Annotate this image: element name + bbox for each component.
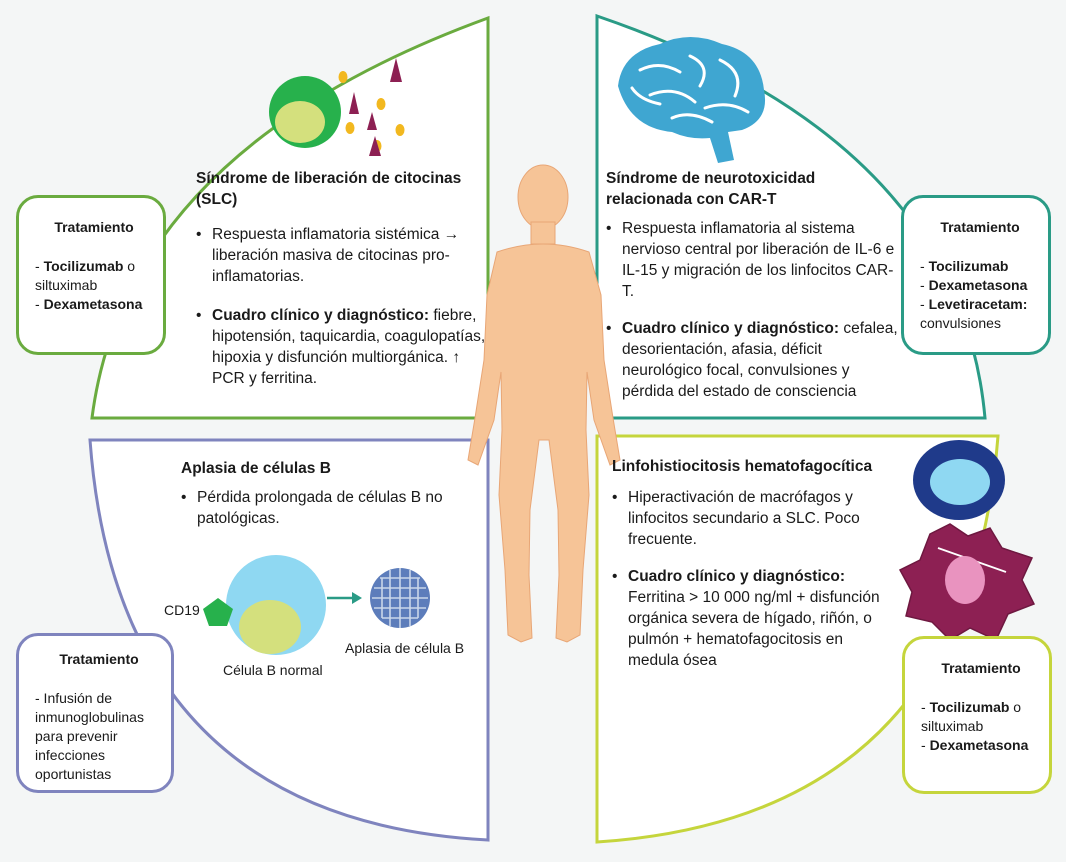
- treatment-hlh-line-2: - Dexametasona: [921, 737, 1029, 753]
- treatment-hlh-title: Tratamiento: [941, 660, 1021, 676]
- slc-bullet-2: Cuadro clínico y diagnóstico: fiebre, hi…: [196, 305, 486, 389]
- treatment-slc-line-1: - Tocilizumab o siltuximab: [35, 258, 136, 293]
- cd19-receptor-icon: [203, 598, 233, 626]
- treatment-hlh-drug-1: Tocilizumab: [929, 699, 1010, 715]
- treatment-neuro-line-2: - Dexametasona: [920, 277, 1028, 293]
- treatment-aplasia-title: Tratamiento: [59, 651, 139, 667]
- treatment-slc-drug-2: Dexametasona: [43, 296, 143, 312]
- treatment-box-aplasia: Tratamiento - Infusión de inmunoglobulin…: [16, 633, 174, 793]
- slc-bullet-2-text: fiebre, hipotensión, taquicardia, coagul…: [212, 307, 486, 387]
- treatment-box-hlh: Tratamiento - Tocilizumab o siltuximab -…: [902, 636, 1052, 794]
- hlh-bullet-2: Cuadro clínico y diagnóstico: Ferritina …: [612, 566, 884, 671]
- quadrant-hlh-content: Linfohistiocitosis hematofagocítica Hipe…: [612, 456, 884, 671]
- aplasia-bullet-1: Pérdida prolongada de células B no patol…: [181, 487, 471, 529]
- treatment-neuro-title: Tratamiento: [940, 219, 1020, 235]
- treatment-neuro-drug-3-use: convulsiones: [920, 315, 1001, 331]
- treatment-neuro-drug-1: Tocilizumab: [928, 258, 1009, 274]
- treatment-hlh-drug-2: Dexametasona: [929, 737, 1029, 753]
- lymphocyte-icon: [913, 440, 1005, 520]
- treatment-neuro-drug-2: Dexametasona: [928, 277, 1028, 293]
- macrophage-icon: [898, 523, 1036, 641]
- brain-icon: [618, 37, 766, 163]
- neuro-title: Síndrome de neurotoxicidad relacionada c…: [606, 170, 816, 208]
- treatment-aplasia-text: - Infusión de inmunoglobulinas para prev…: [35, 690, 144, 782]
- treatment-slc-drug-1: Tocilizumab: [43, 258, 124, 274]
- treatment-neuro-drug-3: Levetiracetam:: [928, 296, 1028, 312]
- cytokine-cell-icon: [269, 76, 341, 148]
- quadrant-slc-content: Síndrome de liberación de citocinas (SLC…: [196, 168, 486, 389]
- treatment-neuro-line-3: - Levetiracetam: convulsiones: [920, 296, 1028, 331]
- quadrant-neuro-content: Síndrome de neurotoxicidad relacionada c…: [606, 168, 898, 402]
- neuro-bullet-2-label: Cuadro clínico y diagnóstico:: [622, 320, 840, 337]
- slc-bullet-2-label: Cuadro clínico y diagnóstico:: [212, 307, 430, 324]
- treatment-box-neuro: Tratamiento - Tocilizumab - Dexametasona…: [901, 195, 1051, 355]
- cytokines-icon: [338, 58, 405, 156]
- treatment-hlh-drug-1-alt: o siltuximab: [921, 699, 1022, 734]
- hlh-bullet-1: Hiperactivación de macrófagos y linfocit…: [612, 487, 890, 550]
- hlh-bullet-2-label: Cuadro clínico y diagnóstico:: [628, 568, 846, 585]
- treatment-neuro-line-1: - Tocilizumab: [920, 258, 1009, 274]
- aplasia-cell-label: Aplasia de célula B: [345, 640, 465, 656]
- treatment-box-slc: Tratamiento - Tocilizumab o siltuximab -…: [16, 195, 166, 355]
- human-body-icon: [467, 164, 621, 643]
- hlh-bullet-2-text: Ferritina > 10 000 ng/ml + disfunción or…: [628, 589, 880, 669]
- neuro-bullet-2: Cuadro clínico y diagnóstico: cefalea, d…: [606, 318, 898, 402]
- treatment-slc-drug-1-alt: o siltuximab: [35, 258, 136, 293]
- aplasia-cell-icon: [370, 568, 430, 628]
- normal-cell-label: Célula B normal: [223, 662, 323, 678]
- hlh-title: Linfohistiocitosis hematofagocítica: [612, 458, 873, 475]
- slc-title: Síndrome de liberación de citocinas (SLC…: [196, 170, 462, 208]
- b-cell-normal-icon: [226, 555, 326, 655]
- treatment-slc-line-2: - Dexametasona: [35, 296, 143, 312]
- aplasia-title: Aplasia de células B: [181, 460, 331, 477]
- arrow-icon: [327, 592, 362, 604]
- treatment-slc-title: Tratamiento: [54, 219, 134, 235]
- treatment-hlh-line-1: - Tocilizumab o siltuximab: [921, 699, 1022, 734]
- slc-bullet-1: Respuesta inflamatoria sistémica → liber…: [196, 224, 486, 287]
- cd19-label: CD19: [164, 602, 200, 618]
- neuro-bullet-2-text: cefalea, desorientación, afasia, déficit…: [622, 320, 898, 400]
- quadrant-aplasia-content: Aplasia de células B Pérdida prolongada …: [181, 458, 471, 529]
- neuro-bullet-1: Respuesta inflamatoria al sistema nervio…: [606, 218, 898, 302]
